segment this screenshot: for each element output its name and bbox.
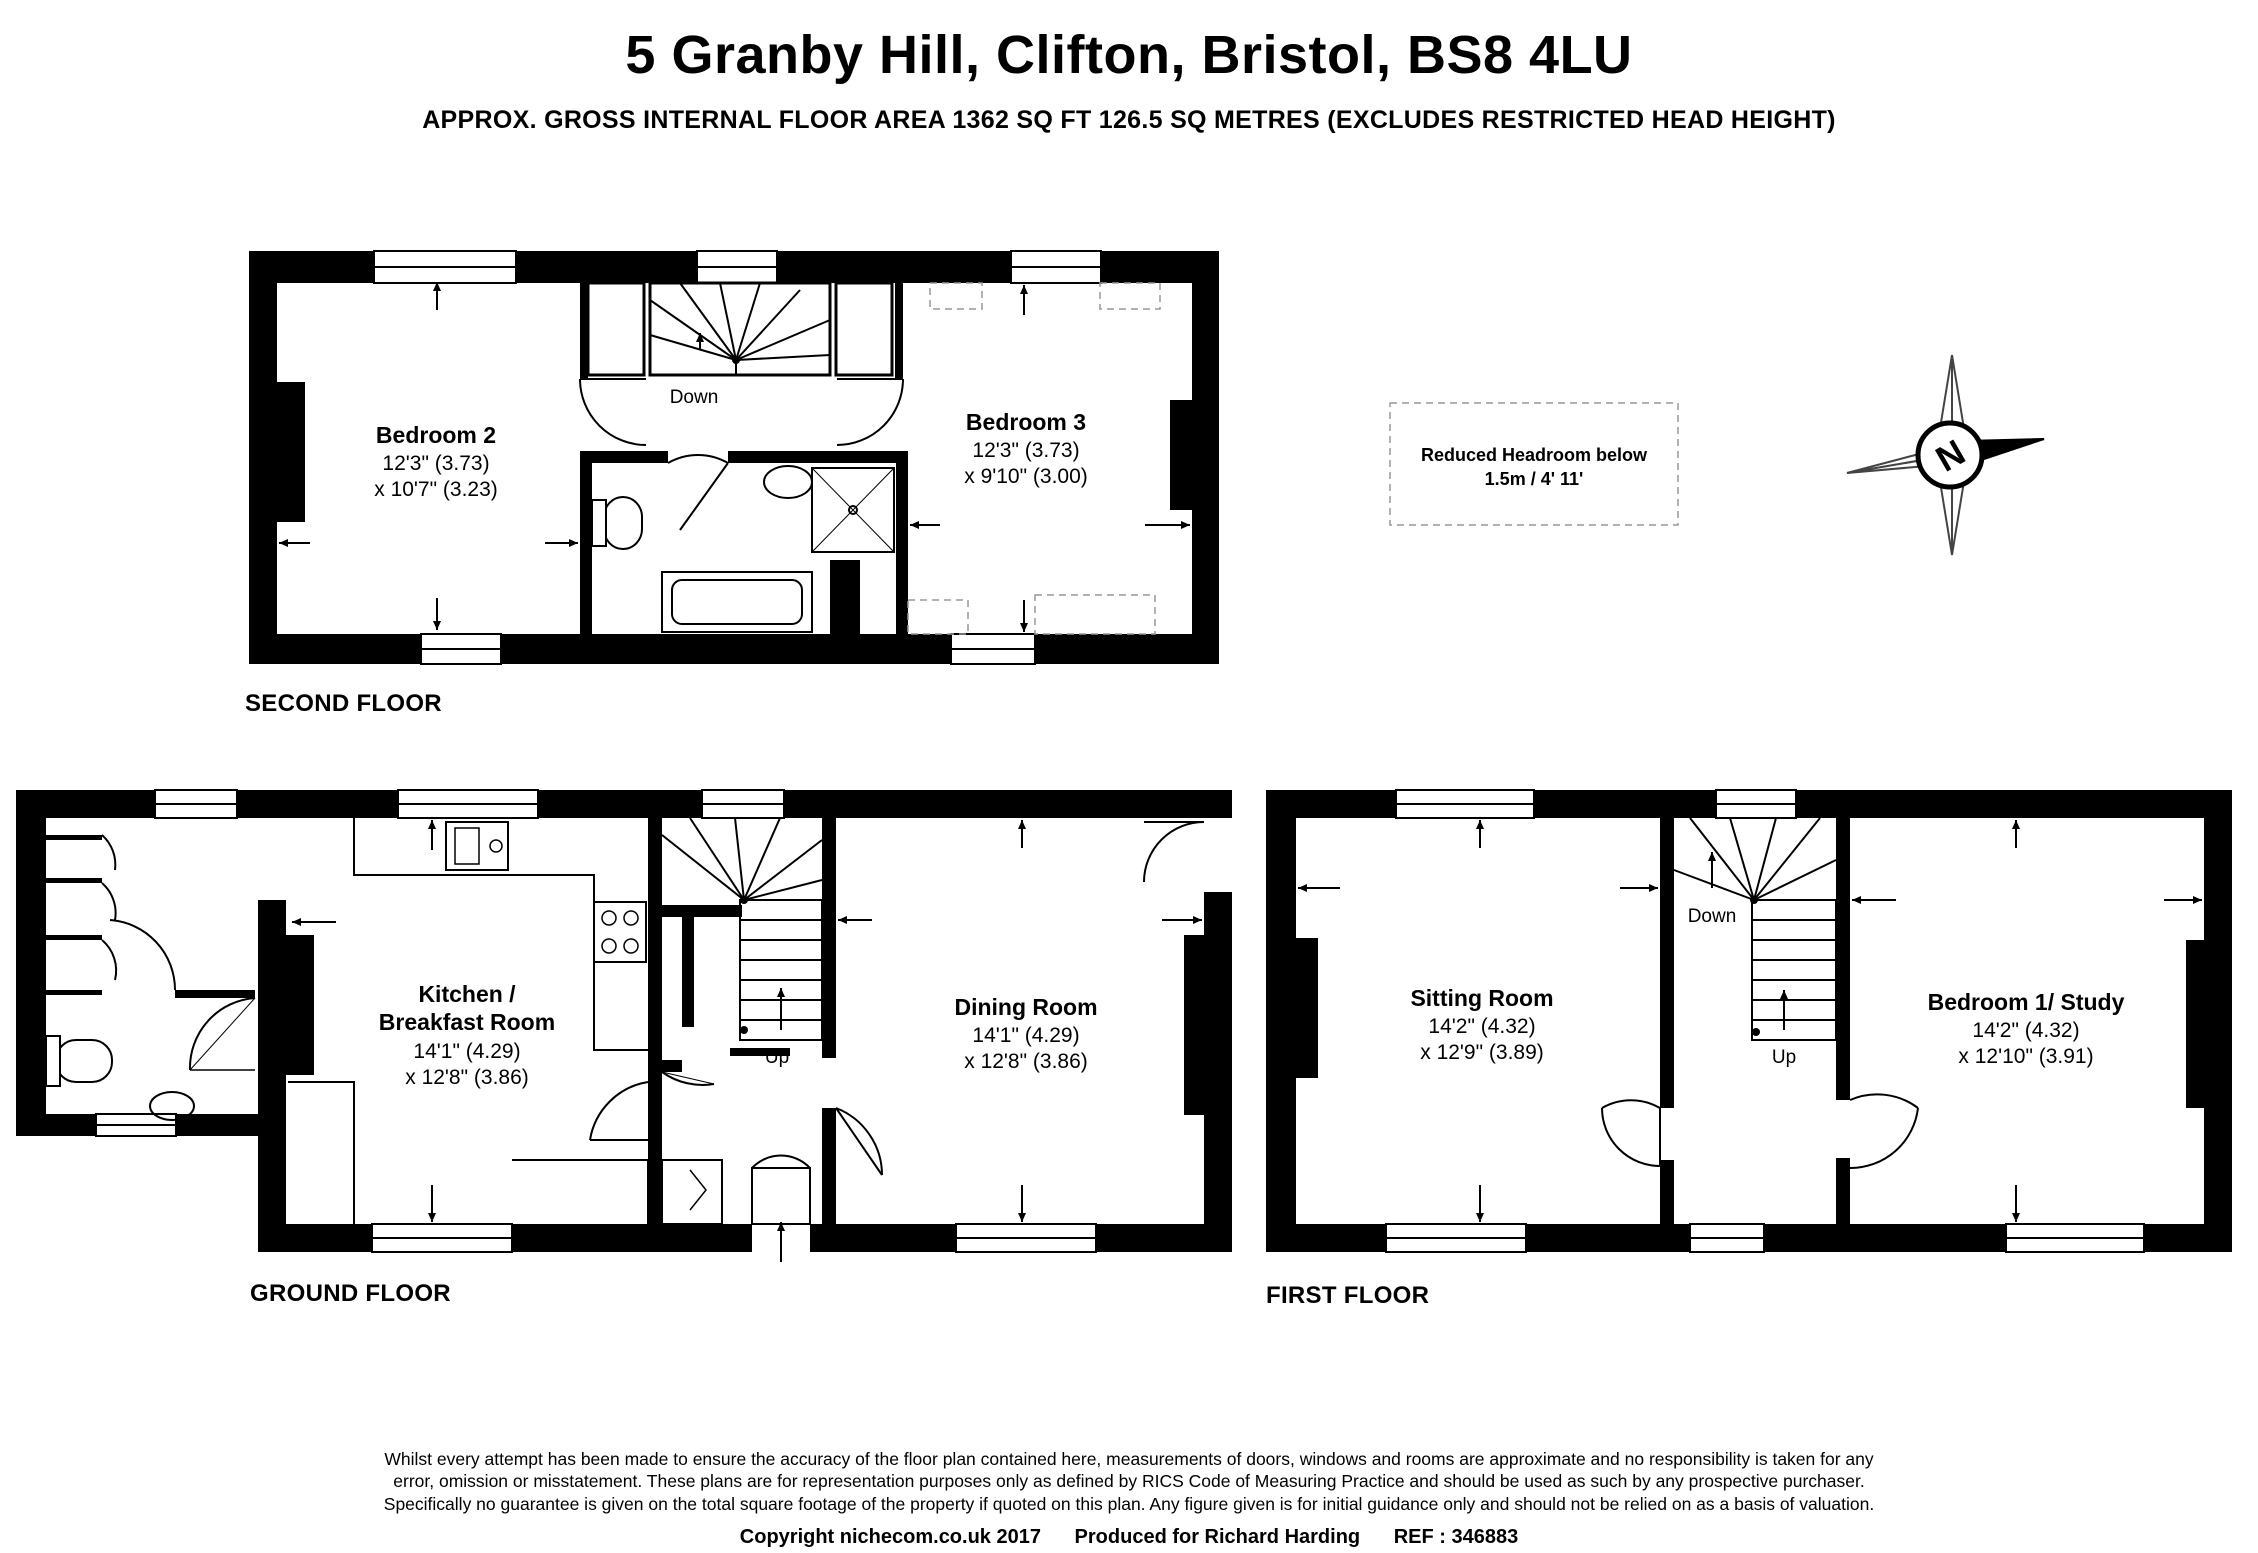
legend-line-2: 1.5m / 4' 11' xyxy=(1485,469,1584,489)
room-name-dining: Dining Room xyxy=(954,994,1097,1020)
room-name-bedroom-2: Bedroom 2 xyxy=(376,422,496,448)
ground-floor-plan: Up Kitchen / Breakfast Room 14'1" (4.29)… xyxy=(16,789,1232,1262)
first-floor-plan: Down Up Sitting Room 14'2" (4.32) x 12'9… xyxy=(1266,789,2232,1253)
legend-line-1: Reduced Headroom below xyxy=(1421,445,1648,465)
floor-area-subtitle: APPROX. GROSS INTERNAL FLOOR AREA 1362 S… xyxy=(422,106,1836,134)
copyright-text: Copyright nichecom.co.uk 2017 xyxy=(739,1526,1041,1548)
room-dim-sitting-2: x 12'9" (3.89) xyxy=(1420,1041,1544,1064)
second-floor-stairs-label: Down xyxy=(670,387,719,408)
room-name-kitchen-line-2: Breakfast Room xyxy=(379,1009,555,1035)
ground-floor-label: GROUND FLOOR xyxy=(250,1280,451,1307)
second-floor-plan: Down Bedroom xyxy=(249,250,1219,665)
first-floor-stairs-down-label: Down xyxy=(1688,906,1737,927)
room-name-bedroom-3: Bedroom 3 xyxy=(966,409,1086,435)
room-dim-bedroom-2-2: x 10'7" (3.23) xyxy=(374,478,498,501)
page-title: 5 Granby Hill, Clifton, Bristol, BS8 4LU xyxy=(625,25,1633,85)
reference-text: REF : 346883 xyxy=(1393,1526,1519,1548)
copyright-line: Copyright nichecom.co.uk 2017 Produced f… xyxy=(0,1526,2258,1549)
room-dim-bedroom-1-1: 14'2" (4.32) xyxy=(1972,1019,2079,1042)
room-dim-sitting-1: 14'2" (4.32) xyxy=(1428,1015,1535,1038)
room-name-kitchen-line-1: Kitchen / xyxy=(418,981,516,1007)
reduced-headroom-legend: Reduced Headroom below 1.5m / 4' 11' xyxy=(1389,402,1679,526)
disclaimer-line-2: error, omission or misstatement. These p… xyxy=(393,1471,1865,1492)
room-dim-kitchen-2: x 12'8" (3.86) xyxy=(405,1066,529,1089)
compass-icon: N xyxy=(1846,354,2045,556)
room-dim-kitchen-1: 14'1" (4.29) xyxy=(413,1040,520,1063)
room-dim-dining-1: 14'1" (4.29) xyxy=(972,1024,1079,1047)
room-dim-bedroom-3-1: 12'3" (3.73) xyxy=(972,439,1079,462)
room-name-sitting: Sitting Room xyxy=(1410,985,1553,1011)
produced-for-text: Produced for Richard Harding xyxy=(1074,1526,1361,1548)
room-dim-bedroom-1-2: x 12'10" (3.91) xyxy=(1958,1045,2093,1068)
second-floor-label: SECOND FLOOR xyxy=(245,690,442,717)
first-floor-label: FIRST FLOOR xyxy=(1266,1282,1430,1309)
disclaimer-line-3: Specifically no guarantee is given on th… xyxy=(383,1493,1875,1514)
room-dim-bedroom-2-1: 12'3" (3.73) xyxy=(382,452,489,475)
disclaimer: Whilst every attempt has been made to en… xyxy=(200,1448,2058,1515)
room-name-bedroom-1: Bedroom 1/ Study xyxy=(1928,989,2125,1015)
disclaimer-line-1: Whilst every attempt has been made to en… xyxy=(384,1449,1874,1469)
ground-floor-stairs-label: Up xyxy=(765,1047,789,1068)
room-dim-dining-2: x 12'8" (3.86) xyxy=(964,1050,1088,1073)
room-dim-bedroom-3-2: x 9'10" (3.00) xyxy=(964,465,1088,488)
first-floor-stairs-up-label: Up xyxy=(1772,1047,1796,1068)
